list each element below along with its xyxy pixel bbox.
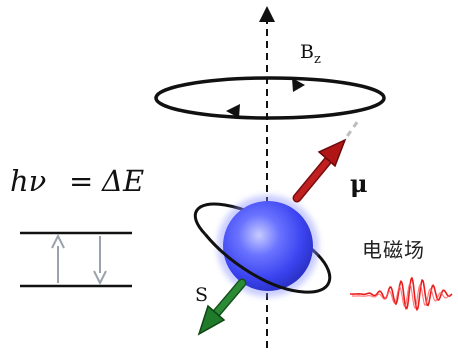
precession-arrow-bottom [226,104,240,118]
moment-label: μ [350,169,368,198]
precession-loop [154,76,386,120]
spin-label: S [195,284,208,306]
equation-rhs: ΔE [101,164,144,198]
field-label: Bz [300,41,321,67]
resonance-equation: hν = ΔE [10,164,144,198]
em-wave-packet [350,276,453,312]
spin-arrow [197,278,247,336]
precession-arrow-top [292,78,305,92]
absorption-arrow [51,233,65,283]
em-wave-packet-echo [352,283,451,309]
spin-orbit-front [203,233,332,294]
nucleus-sphere [223,201,313,291]
em-field-label: 电磁场 [362,238,425,262]
emission-arrow [93,236,107,286]
z-axis-arrowhead [259,6,275,22]
moment-arrow [292,138,347,203]
equation-lhs: hν [10,164,46,198]
equation-equals: = [69,164,93,198]
